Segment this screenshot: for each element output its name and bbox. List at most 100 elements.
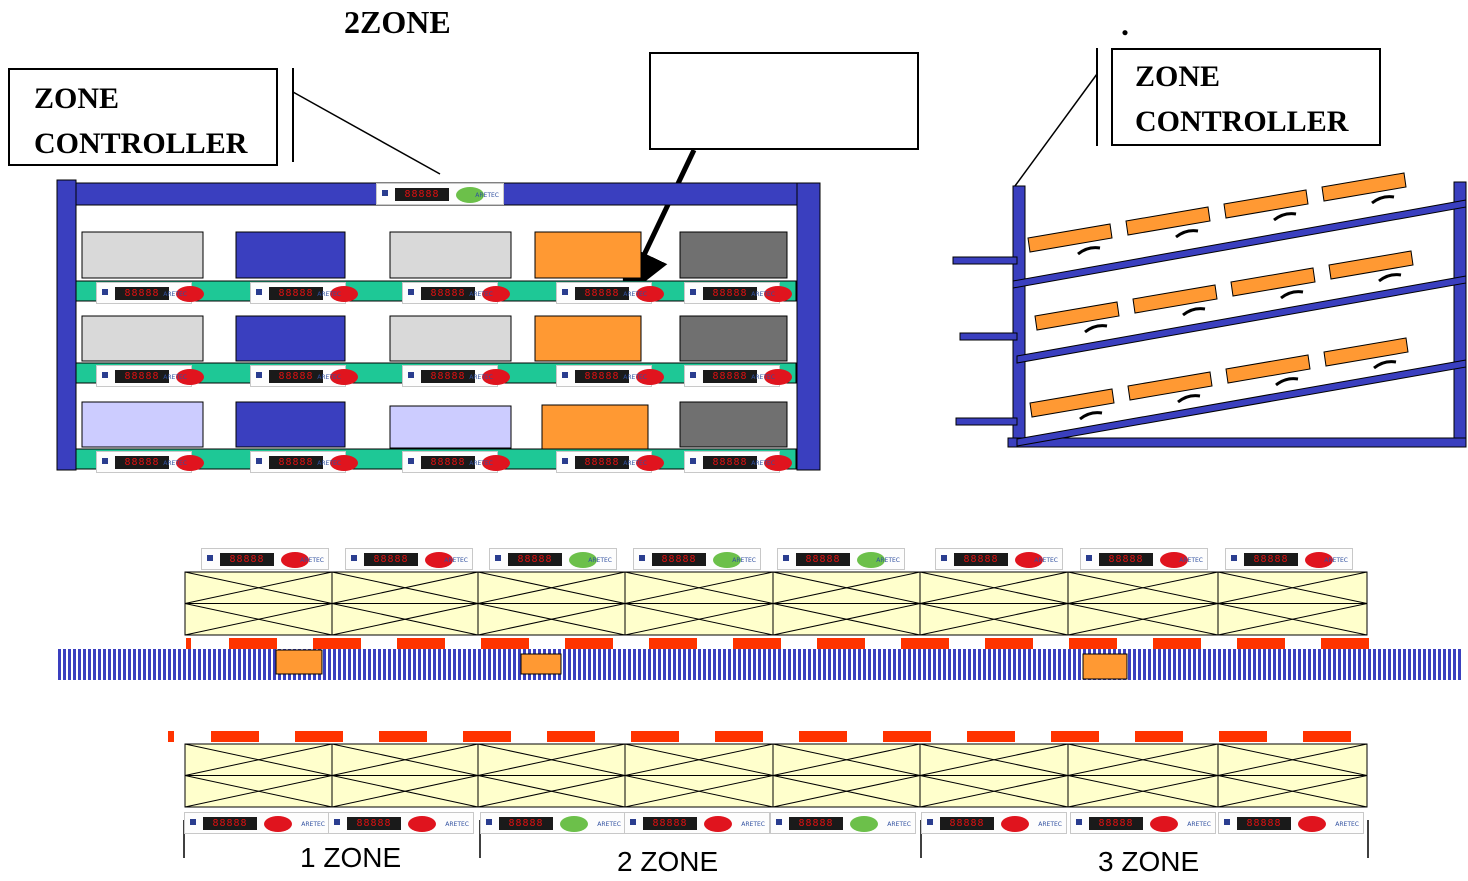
- roller: [463, 649, 466, 680]
- device-led-button[interactable]: [704, 816, 732, 832]
- device-status-dot: [486, 819, 492, 825]
- device-led-button[interactable]: [636, 286, 664, 302]
- device-led-button[interactable]: [1305, 552, 1333, 568]
- device-led-button[interactable]: [425, 552, 453, 568]
- red-marker: [1069, 638, 1117, 649]
- device-led-button[interactable]: [1001, 816, 1029, 832]
- device-status-dot: [783, 555, 789, 561]
- side-arm: [952, 256, 1018, 265]
- roller: [438, 649, 441, 680]
- roller: [1063, 649, 1066, 680]
- roller-mark: [1175, 229, 1199, 239]
- roller: [1368, 649, 1371, 680]
- device-led-button[interactable]: [636, 369, 664, 385]
- roller: [1233, 649, 1236, 680]
- device-led-button[interactable]: [281, 552, 309, 568]
- bin: [235, 315, 346, 362]
- roller: [1138, 649, 1141, 680]
- device-led-button[interactable]: [764, 286, 792, 302]
- roller: [493, 649, 496, 680]
- device-led-button[interactable]: [482, 455, 510, 471]
- roller: [833, 649, 836, 680]
- roller: [888, 649, 891, 680]
- device-led-button[interactable]: [176, 286, 204, 302]
- device-led-button[interactable]: [850, 816, 878, 832]
- device-led-button[interactable]: [330, 369, 358, 385]
- device-led-button[interactable]: [408, 816, 436, 832]
- roller: [713, 649, 716, 680]
- roller: [933, 649, 936, 680]
- roller: [593, 649, 596, 680]
- roller: [1333, 649, 1336, 680]
- roller: [1443, 649, 1446, 680]
- side-tote: [1027, 223, 1113, 253]
- device-display: 88888: [508, 553, 562, 566]
- device-brand: ARETEC: [469, 291, 493, 298]
- device-status-dot: [1224, 819, 1230, 825]
- device-brand: ARETEC: [1187, 821, 1211, 828]
- roller: [1283, 649, 1286, 680]
- device-led-button[interactable]: [482, 286, 510, 302]
- conveyor-cross: [331, 571, 479, 604]
- device-display: 88888: [575, 456, 629, 469]
- device-led-button[interactable]: [1150, 816, 1178, 832]
- device-led-button[interactable]: [560, 816, 588, 832]
- device-brand: ARETEC: [751, 291, 775, 298]
- roller: [693, 649, 696, 680]
- device-led-button[interactable]: [764, 369, 792, 385]
- device-led-button[interactable]: [330, 286, 358, 302]
- callout-arrow: [622, 148, 697, 299]
- roller: [703, 649, 706, 680]
- device-led-button[interactable]: [330, 455, 358, 471]
- roller: [108, 649, 111, 680]
- roller: [913, 649, 916, 680]
- device-led-button[interactable]: [1298, 816, 1326, 832]
- roller: [608, 649, 611, 680]
- roller: [498, 649, 501, 680]
- roller-mark: [1280, 290, 1304, 300]
- device-led-button[interactable]: [713, 552, 741, 568]
- device-brand: ARETEC: [163, 374, 187, 381]
- device-led-button[interactable]: [569, 552, 597, 568]
- device-led-button[interactable]: [482, 369, 510, 385]
- conveyor-cross: [919, 603, 1069, 636]
- red-marker: [1051, 731, 1099, 742]
- roller: [993, 649, 996, 680]
- bin: [389, 405, 512, 449]
- red-marker: [1321, 638, 1369, 649]
- device-led-button[interactable]: [857, 552, 885, 568]
- roller: [643, 649, 646, 680]
- roller: [68, 649, 71, 680]
- side-tote: [1230, 267, 1316, 297]
- device-led-button[interactable]: [176, 455, 204, 471]
- conveyor-cross: [772, 775, 921, 808]
- roller: [1188, 649, 1191, 680]
- device-led-button[interactable]: [264, 816, 292, 832]
- device-brand: ARETEC: [300, 557, 324, 564]
- roller: [1448, 649, 1451, 680]
- red-marker: [1303, 731, 1351, 742]
- roller: [653, 649, 656, 680]
- device-led-button[interactable]: [764, 455, 792, 471]
- roller: [998, 649, 1001, 680]
- device-led-button[interactable]: [1160, 552, 1188, 568]
- bin: [541, 404, 649, 450]
- roller: [358, 649, 361, 680]
- roller: [678, 649, 681, 680]
- device-led-button[interactable]: [636, 455, 664, 471]
- device-led-button[interactable]: [176, 369, 204, 385]
- roller: [483, 649, 486, 680]
- device-led-button[interactable]: [1015, 552, 1043, 568]
- conveyors: [168, 571, 1369, 808]
- device-display: 88888: [1089, 817, 1143, 830]
- rack-left-post: [56, 179, 77, 471]
- roller: [413, 649, 416, 680]
- roller: [673, 649, 676, 680]
- roller: [63, 649, 66, 680]
- device-led-button[interactable]: [456, 187, 484, 203]
- roller: [1378, 649, 1381, 680]
- callout-right-leader: [1014, 73, 1098, 187]
